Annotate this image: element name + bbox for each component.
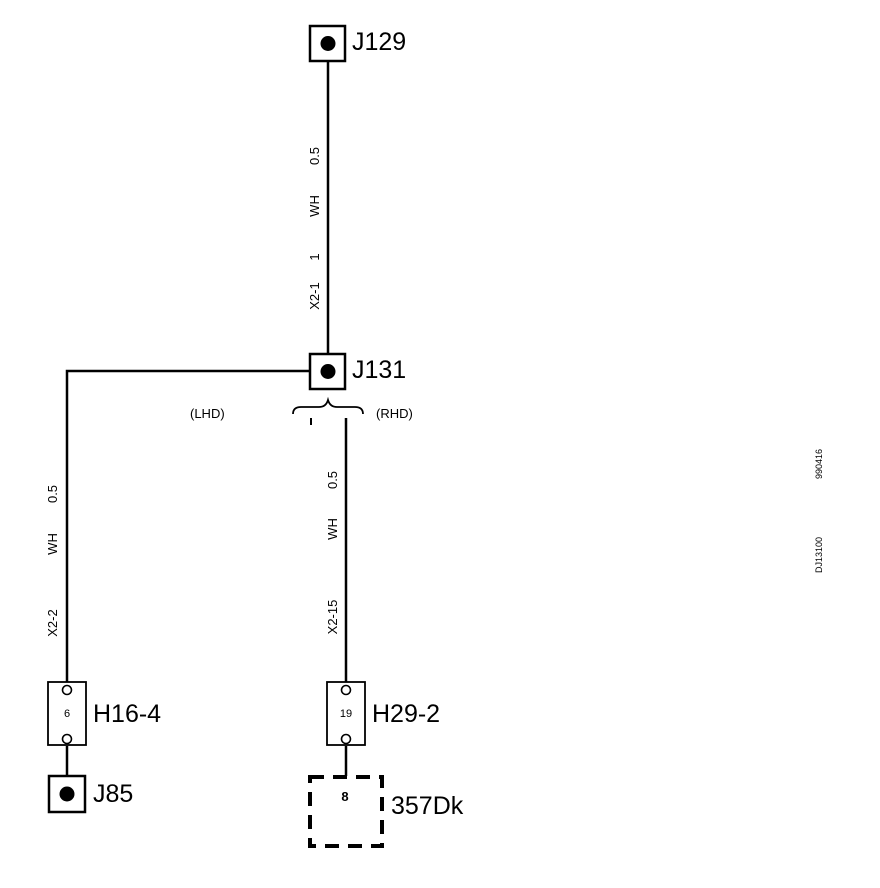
date-code: 990416 <box>814 449 824 479</box>
wire-top-pin: 1 <box>307 253 322 260</box>
component-357dk-pin: 8 <box>341 789 348 804</box>
wire-top-plug: X2-1 <box>307 282 322 309</box>
connector-j131: J131 <box>308 352 406 391</box>
splice-h16-4: 6 H16-4 <box>47 681 161 746</box>
wire-top-size: 0.5 <box>307 147 322 165</box>
connector-j129: J129 <box>308 24 406 63</box>
wire-left-color: WH <box>45 533 60 555</box>
connector-j85-label: J85 <box>93 780 133 808</box>
splice-h16-4-label: H16-4 <box>93 700 161 728</box>
splice-h29-2-label: H29-2 <box>372 700 440 728</box>
component-357dk-label: 357Dk <box>391 792 464 820</box>
variant-lhd-label: (LHD) <box>190 406 225 421</box>
variant-brace <box>292 396 364 415</box>
variant-rhd-label: (RHD) <box>376 406 413 421</box>
component-357dk: 8 357Dk <box>308 775 464 848</box>
connector-j129-label: J129 <box>352 28 406 56</box>
splice-h29-2-pin: 19 <box>340 708 352 720</box>
splice-h16-4-pin: 6 <box>64 708 70 720</box>
wire-right-size: 0.5 <box>325 471 340 489</box>
wire-right-plug: X2-15 <box>325 600 340 635</box>
splice-h29-2: 19 H29-2 <box>326 681 440 746</box>
drawing-code: DJ13100 <box>814 537 824 573</box>
wire-left <box>65 369 310 684</box>
wire-left-size: 0.5 <box>45 485 60 503</box>
wire-left-plug: X2-2 <box>45 609 60 636</box>
wire-top-color: WH <box>307 195 322 217</box>
connector-j131-label: J131 <box>352 356 406 384</box>
wire-right-color: WH <box>325 518 340 540</box>
connector-j85: J85 <box>47 774 133 814</box>
